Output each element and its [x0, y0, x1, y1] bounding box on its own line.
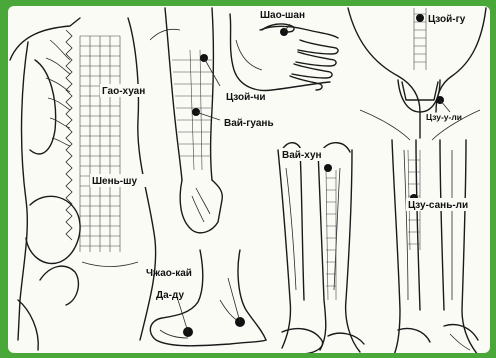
label-tszu-san-li: Цзу-сань-ли [408, 200, 468, 211]
label-tszu-u-li: Цзу-у-ли [426, 112, 462, 122]
label-gao-huan: Гао-хуан [102, 86, 145, 97]
label-shen-shu: Шень-шу [92, 176, 137, 187]
label-shao-shan: Шао-шан [260, 10, 305, 21]
label-chzhao-kay: Чжао-кай [146, 268, 192, 279]
label-vay-khun: Вай-хун [282, 150, 322, 161]
label-vay-guan: Вай-гуань [224, 118, 274, 129]
label-da-du: Да-ду [156, 290, 184, 301]
label-tsoy-chi: Цзой-чи [226, 92, 266, 103]
label-tsoy-gu: Цзой-гу [428, 14, 466, 25]
point-vay-khun-dot [324, 164, 332, 172]
illustration-paper [8, 6, 490, 353]
point-tsoy-gu-dot [416, 14, 424, 22]
